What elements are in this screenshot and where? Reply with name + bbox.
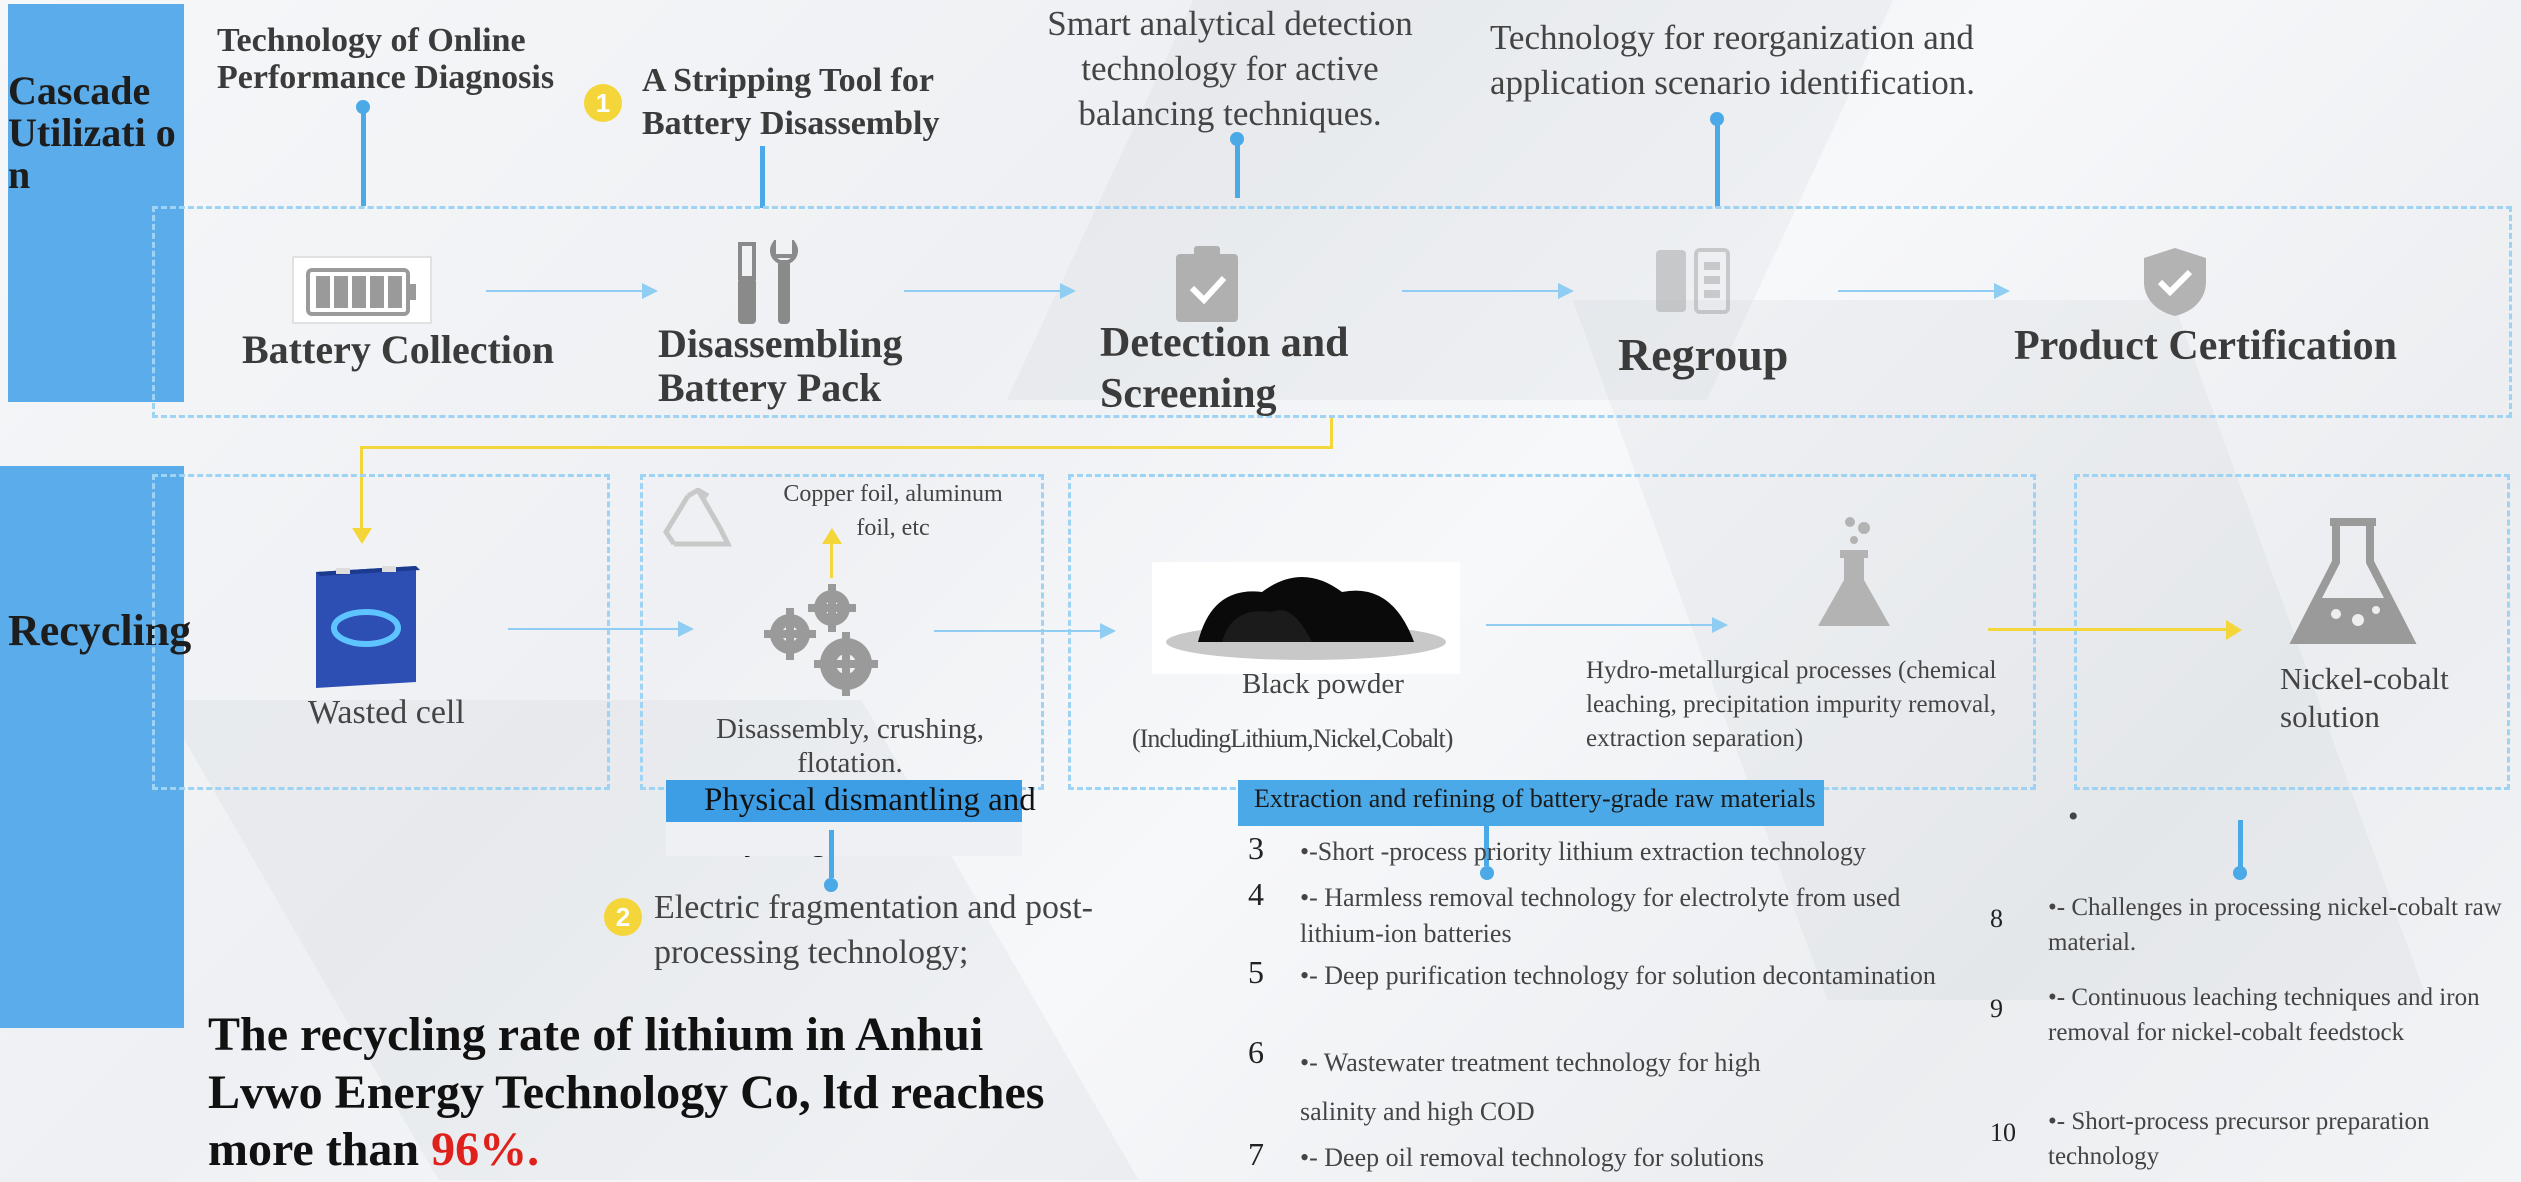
right-list-item: •- Continuous leaching techniques and ir… — [2048, 984, 2480, 1046]
electric-fragmentation-tech: Electric fragmentation and post-processi… — [654, 889, 1093, 971]
right-list-item: •- Challenges in processing nickel-cobal… — [2048, 894, 2502, 956]
mid-list-item: •- Deep oil removal technology for solut… — [1300, 1143, 1765, 1172]
recycling-rate-text: The recycling rate of lithium in Anhui L… — [208, 1008, 1045, 1177]
step-battery-collection: Battery Collection — [242, 327, 555, 372]
mid-list-item: •-Short -process priority lithium extrac… — [1300, 837, 1866, 866]
online-diagnosis-tech: Technology of Online Performance Diagnos… — [217, 22, 555, 97]
black-powder-label: Black powder — [1242, 668, 1404, 700]
arrow-disassembly-to-detection — [904, 283, 1076, 299]
arrow-regroup-to-certification — [1838, 283, 2010, 299]
product-box — [2074, 474, 2510, 790]
gears-icon — [760, 582, 890, 698]
yellow-connector-drop — [360, 446, 363, 530]
mid-list-number: 7 — [1248, 1136, 1264, 1172]
recycling-rate-value: 96%. — [431, 1123, 540, 1177]
mid-list-item: •- Harmless removal technology for elect… — [1300, 883, 1901, 948]
yellow-connector-head — [352, 528, 372, 544]
right-list-number: 10 — [1990, 1118, 2016, 1147]
arrow-detection-to-regroup — [1402, 283, 1574, 299]
wasted-cell-box — [152, 474, 610, 790]
yellow-up-arrow-head — [822, 528, 842, 544]
pin-dot-4 — [1710, 112, 1724, 126]
step-disassembling-pack: Disassembling Battery Pack — [658, 321, 903, 410]
mid-list-item: •- Deep purification technology for solu… — [1300, 961, 1936, 990]
pin-line-extraction — [1484, 826, 1489, 866]
mid-list-item: •- Wastewater treatment technology for h… — [1300, 1048, 1761, 1127]
shield-check-icon — [2140, 246, 2210, 318]
conical-flask-icon — [2288, 516, 2418, 646]
pin-line-4 — [1715, 120, 1720, 208]
wasted-cell-label: Wasted cell — [308, 694, 465, 731]
battery-cell-icon — [306, 562, 426, 692]
battery-icon — [292, 256, 432, 324]
pin-line-physical — [829, 830, 834, 878]
mid-list-number: 3 — [1248, 830, 1264, 866]
arrow-collection-to-disassembly — [486, 283, 658, 299]
step-product-certification: Product Certification — [2014, 323, 2397, 369]
mid-list-number: 4 — [1248, 876, 1264, 912]
pin-line-nickel — [2238, 820, 2243, 868]
battery-pack-icon — [1652, 244, 1732, 316]
mid-list-number: 6 — [1248, 1034, 1264, 1070]
yellow-arrow-to-nickel — [1988, 628, 2228, 631]
tech-badge-2: 2 — [604, 898, 642, 936]
extraction-refining-label: Extraction and refining of battery-grade… — [1238, 780, 1824, 826]
arrow-cell-to-physical — [508, 621, 694, 637]
tools-icon — [730, 237, 800, 328]
disassembly-label: Disassembly, crushing, flotation. — [716, 713, 984, 780]
yellow-connector-down — [1330, 418, 1333, 448]
right-list-number: 9 — [1990, 994, 2003, 1023]
hydro-metallurgical-label: Hydro-metallurgical processes (chemical … — [1586, 657, 1997, 752]
step-detection-screening: Detection and Screening — [1100, 320, 1349, 418]
tech-badge-1: 1 — [584, 84, 622, 122]
pin-dot-nickel — [2233, 866, 2247, 880]
pin-line-3 — [1235, 140, 1240, 198]
recycling-rate-headline: The recycling rate of lithium in Anhui L… — [208, 1006, 1108, 1179]
physical-label-mask — [666, 822, 1022, 856]
yellow-up-arrow — [830, 540, 833, 578]
smart-detection-tech: Smart analytical detection technology fo… — [1047, 4, 1413, 133]
copper-foil-label: Copper foil, aluminum foil, etc — [783, 481, 1003, 541]
black-powder-image — [1152, 562, 1460, 674]
reorganization-tech: Technology for reorganization and applic… — [1490, 18, 1975, 102]
pin-dot-extraction — [1480, 866, 1494, 880]
pin-dot-physical — [824, 878, 838, 892]
stripping-tool-tech: A Stripping Tool for Battery Disassembly — [642, 62, 940, 142]
arrow-powder-to-hydro — [1486, 617, 1728, 633]
black-powder-subtitle: (IncludingLithium,Nickel,Cobalt) — [1132, 724, 1453, 753]
recycling-label: Recycling — [8, 606, 192, 655]
pin-line-1 — [361, 104, 366, 206]
clipboard-check-icon — [1172, 244, 1242, 324]
pin-dot-3 — [1230, 132, 1244, 146]
yellow-connector-across — [360, 446, 1333, 449]
right-list-item: •- Short-process precursor preparation t… — [2048, 1108, 2430, 1170]
cascade-utilization-label: Cascade Utilizati on — [8, 68, 176, 197]
right-list-number: 8 — [1990, 904, 2003, 933]
arrow-physical-to-powder — [934, 623, 1116, 639]
step-regroup: Regroup — [1618, 329, 1789, 380]
recycle-icon — [660, 487, 736, 556]
cascade-process-box — [152, 206, 2512, 418]
flask-icon — [1806, 514, 1902, 638]
stray-bullet: • — [2068, 800, 2079, 833]
mid-list-number: 5 — [1248, 954, 1264, 990]
pin-line-2 — [760, 146, 765, 208]
yellow-arrow-to-nickel-head — [2226, 620, 2242, 640]
nickel-cobalt-label: Nickel-cobalt solution — [2280, 661, 2449, 735]
